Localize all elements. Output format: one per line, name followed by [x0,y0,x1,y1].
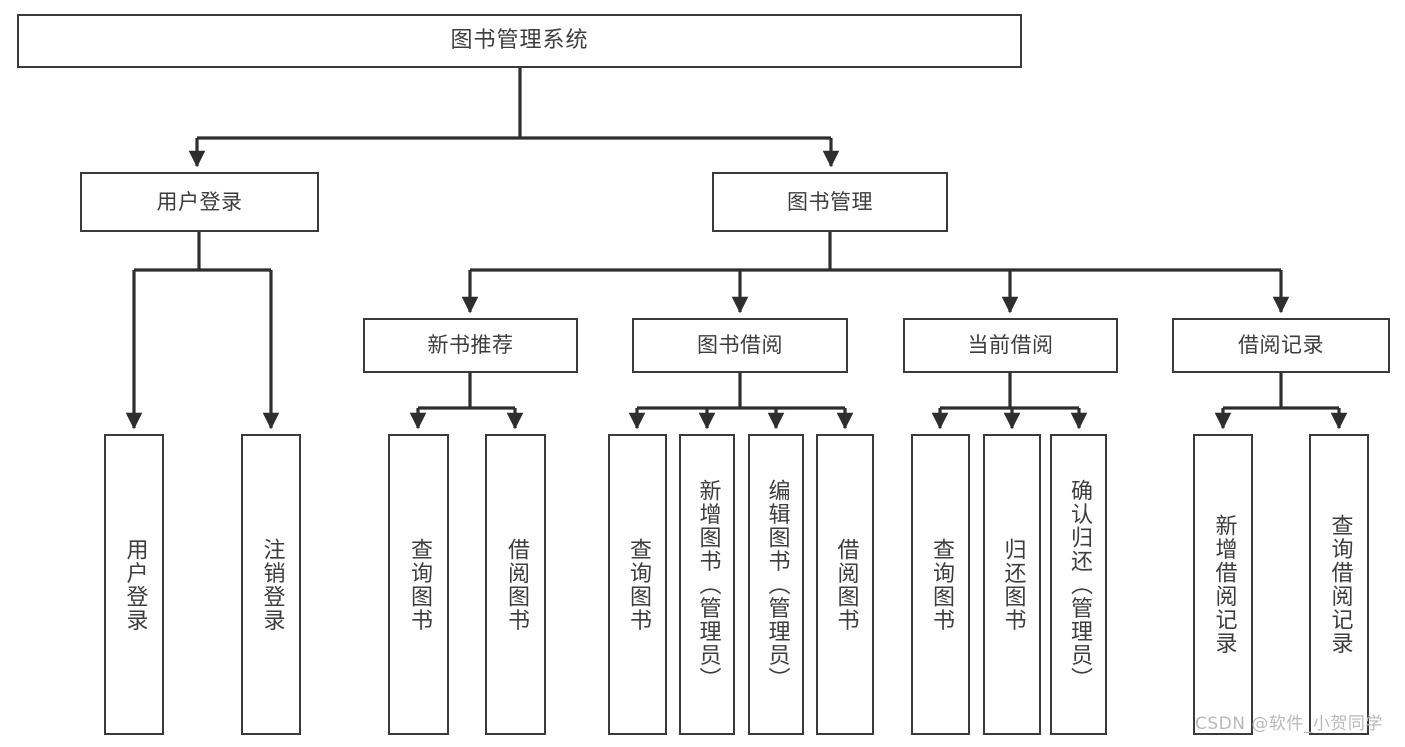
node-label: 归还图书 [1000,537,1026,632]
leaf-confirm-return-admin[interactable]: 确认归还（管理员） [1050,434,1107,735]
node-label: 查询图书 [406,537,432,632]
leaf-query-borrow-record[interactable]: 查询借阅记录 [1309,434,1369,735]
node-label: 新增借阅记录 [1211,514,1237,655]
leaf-borrow-book[interactable]: 借阅图书 [816,434,874,735]
node-label: 借阅记录 [1238,333,1324,358]
node-label: 图书管理系统 [450,28,589,54]
node-label: 编辑图书（管理员） [764,478,790,691]
node-label: 新书推荐 [427,333,514,358]
leaf-user-login[interactable]: 用户登录 [104,434,164,735]
node-label: 借阅图书 [503,537,529,632]
leaf-query-book-borrow[interactable]: 查询图书 [608,434,667,735]
node-user-login[interactable]: 用户登录 [80,172,319,232]
leaf-edit-book-admin[interactable]: 编辑图书（管理员） [748,434,804,735]
node-label: 用户登录 [122,537,148,632]
node-label: 查询图书 [625,537,651,632]
node-label: 借阅图书 [833,537,859,632]
leaf-query-book-recommend[interactable]: 查询图书 [388,434,449,735]
leaf-return-book[interactable]: 归还图书 [983,434,1041,735]
node-label: 图书管理 [787,189,873,214]
node-label: 新增图书（管理员） [695,478,721,691]
leaf-add-borrow-record[interactable]: 新增借阅记录 [1193,434,1253,735]
node-label: 用户登录 [156,189,243,214]
node-root-system[interactable]: 图书管理系统 [17,14,1022,68]
node-label: 确认归还（管理员） [1066,478,1092,691]
leaf-borrow-book-recommend[interactable]: 借阅图书 [485,434,546,735]
csdn-watermark: CSDN @软件_小贺同学 [1195,714,1383,734]
node-label: 图书借阅 [697,333,783,358]
node-label: 当前借阅 [967,333,1054,358]
node-label: 注销登录 [259,537,285,632]
node-book-borrow[interactable]: 图书借阅 [632,318,848,373]
leaf-logout[interactable]: 注销登录 [241,434,301,735]
node-current-borrow[interactable]: 当前借阅 [903,318,1118,373]
node-label: 查询图书 [928,537,954,632]
leaf-query-book-current[interactable]: 查询图书 [911,434,970,735]
node-book-management[interactable]: 图书管理 [712,172,948,232]
leaf-add-book-admin[interactable]: 新增图书（管理员） [679,434,735,735]
node-label: 查询借阅记录 [1327,514,1353,655]
node-new-book-recommend[interactable]: 新书推荐 [363,318,578,373]
node-borrow-record[interactable]: 借阅记录 [1172,318,1390,373]
